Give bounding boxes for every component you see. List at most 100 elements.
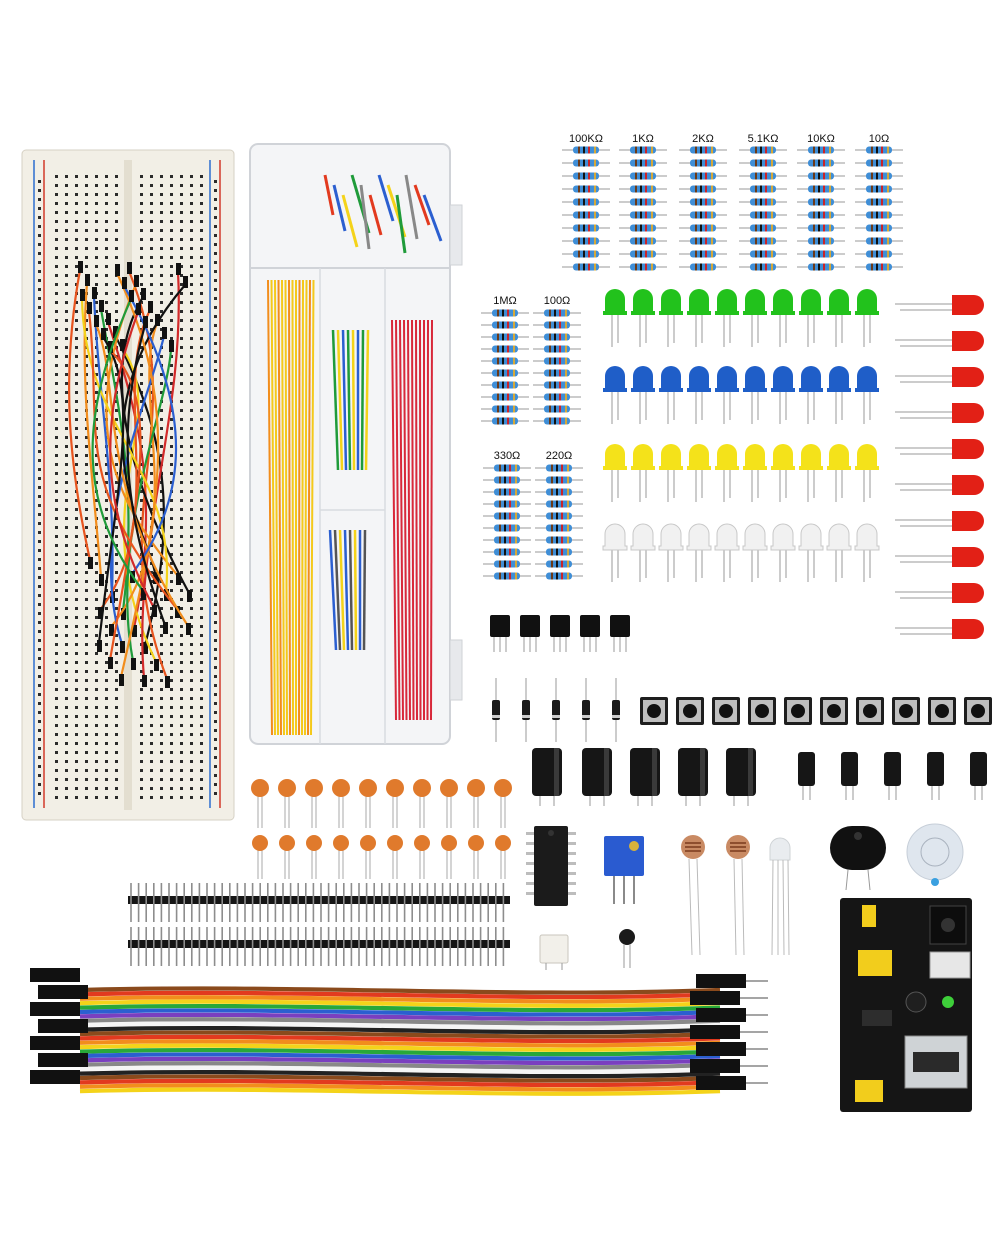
resistor-band xyxy=(635,146,637,154)
resistor-band xyxy=(813,172,815,180)
bb-hole xyxy=(105,274,108,277)
resistor-band xyxy=(554,333,556,341)
bb-hole xyxy=(55,679,58,682)
bb-hole xyxy=(95,508,98,511)
bb-hole xyxy=(160,193,163,196)
bb-hole xyxy=(170,706,173,709)
bb-hole xyxy=(75,202,78,205)
ic-chip xyxy=(526,826,576,906)
bb-hole xyxy=(150,247,153,250)
bb-rail-hole xyxy=(38,207,41,210)
resistor-band xyxy=(887,198,889,206)
yellow-led xyxy=(603,444,627,470)
bb-hole xyxy=(55,742,58,745)
bb-hole xyxy=(190,571,193,574)
bb-rail-hole xyxy=(38,270,41,273)
bb-hole xyxy=(85,238,88,241)
bb-hole xyxy=(180,238,183,241)
resistor-band xyxy=(755,224,757,232)
jumper-wire xyxy=(109,335,166,645)
bb-hole xyxy=(65,427,68,430)
diode-band xyxy=(492,715,500,718)
bb-hole xyxy=(150,796,153,799)
resistor-band xyxy=(499,524,501,532)
ic-pin xyxy=(526,832,536,835)
resistor-band xyxy=(567,512,569,520)
bb-hole xyxy=(85,769,88,772)
bb-hole xyxy=(95,238,98,241)
bb-hole xyxy=(140,688,143,691)
bb-hole xyxy=(190,733,193,736)
bb-hole xyxy=(105,553,108,556)
green-led xyxy=(743,289,767,315)
bb-hole xyxy=(115,409,118,412)
bb-hole xyxy=(180,625,183,628)
bb-hole xyxy=(180,742,183,745)
bb-hole xyxy=(200,355,203,358)
bb-hole xyxy=(75,256,78,259)
bb-hole xyxy=(105,175,108,178)
bb-rail-hole xyxy=(38,387,41,390)
wire-tip xyxy=(141,588,146,600)
resistor-band xyxy=(645,185,647,193)
bb-hole xyxy=(150,778,153,781)
bb-hole xyxy=(160,247,163,250)
bb-hole xyxy=(170,508,173,511)
wire-tip xyxy=(129,290,134,302)
bb-hole xyxy=(95,472,98,475)
bb-hole xyxy=(65,535,68,538)
bb-hole xyxy=(190,670,193,673)
bb-hole xyxy=(75,625,78,628)
medium-wire xyxy=(341,329,348,471)
bb-hole xyxy=(105,535,108,538)
ic-pin xyxy=(566,862,576,865)
bb-hole xyxy=(75,526,78,529)
bb-hole xyxy=(105,787,108,790)
resistor-band xyxy=(507,369,509,377)
bb-hole xyxy=(140,715,143,718)
bb-hole xyxy=(180,724,183,727)
bb-rail-hole xyxy=(38,369,41,372)
bb-hole xyxy=(190,526,193,529)
bb-rail-hole xyxy=(214,216,217,219)
bb-hole xyxy=(115,319,118,322)
long-wire xyxy=(288,279,291,736)
resistor-band xyxy=(818,211,820,219)
bb-rail-hole xyxy=(38,423,41,426)
bb-hole xyxy=(55,400,58,403)
bb-hole xyxy=(150,688,153,691)
jumper-wire xyxy=(68,269,92,561)
white-led xyxy=(826,523,852,551)
resistor-band xyxy=(645,198,647,206)
bb-rail-hole xyxy=(214,450,217,453)
resistor-band xyxy=(760,211,762,219)
rgb-led xyxy=(769,837,791,956)
bb-hole xyxy=(75,463,78,466)
bb-hole xyxy=(55,319,58,322)
resistor-band xyxy=(507,333,509,341)
bb-rail-hole xyxy=(214,252,217,255)
resistor-band xyxy=(813,250,815,258)
bb-hole xyxy=(95,787,98,790)
bb-hole xyxy=(190,283,193,286)
bb-hole xyxy=(85,373,88,376)
resistor-band xyxy=(829,185,831,193)
bb-rail-hole xyxy=(214,360,217,363)
dupont-wire xyxy=(79,1069,721,1079)
bb-hole xyxy=(85,787,88,790)
resistor-band xyxy=(645,172,647,180)
pin-header-strip xyxy=(128,896,510,904)
bb-rail-hole xyxy=(214,378,217,381)
bb-rail-hole xyxy=(38,630,41,633)
bb-hole xyxy=(160,283,163,286)
bb-hole xyxy=(85,553,88,556)
bb-hole xyxy=(160,382,163,385)
resistor-band xyxy=(497,381,499,389)
label-330: 330Ω xyxy=(494,450,521,462)
bb-hole xyxy=(55,715,58,718)
bb-rail-hole xyxy=(38,675,41,678)
bb-hole xyxy=(95,202,98,205)
bb-rail-hole xyxy=(214,297,217,300)
bb-hole xyxy=(160,436,163,439)
bb-hole xyxy=(75,436,78,439)
